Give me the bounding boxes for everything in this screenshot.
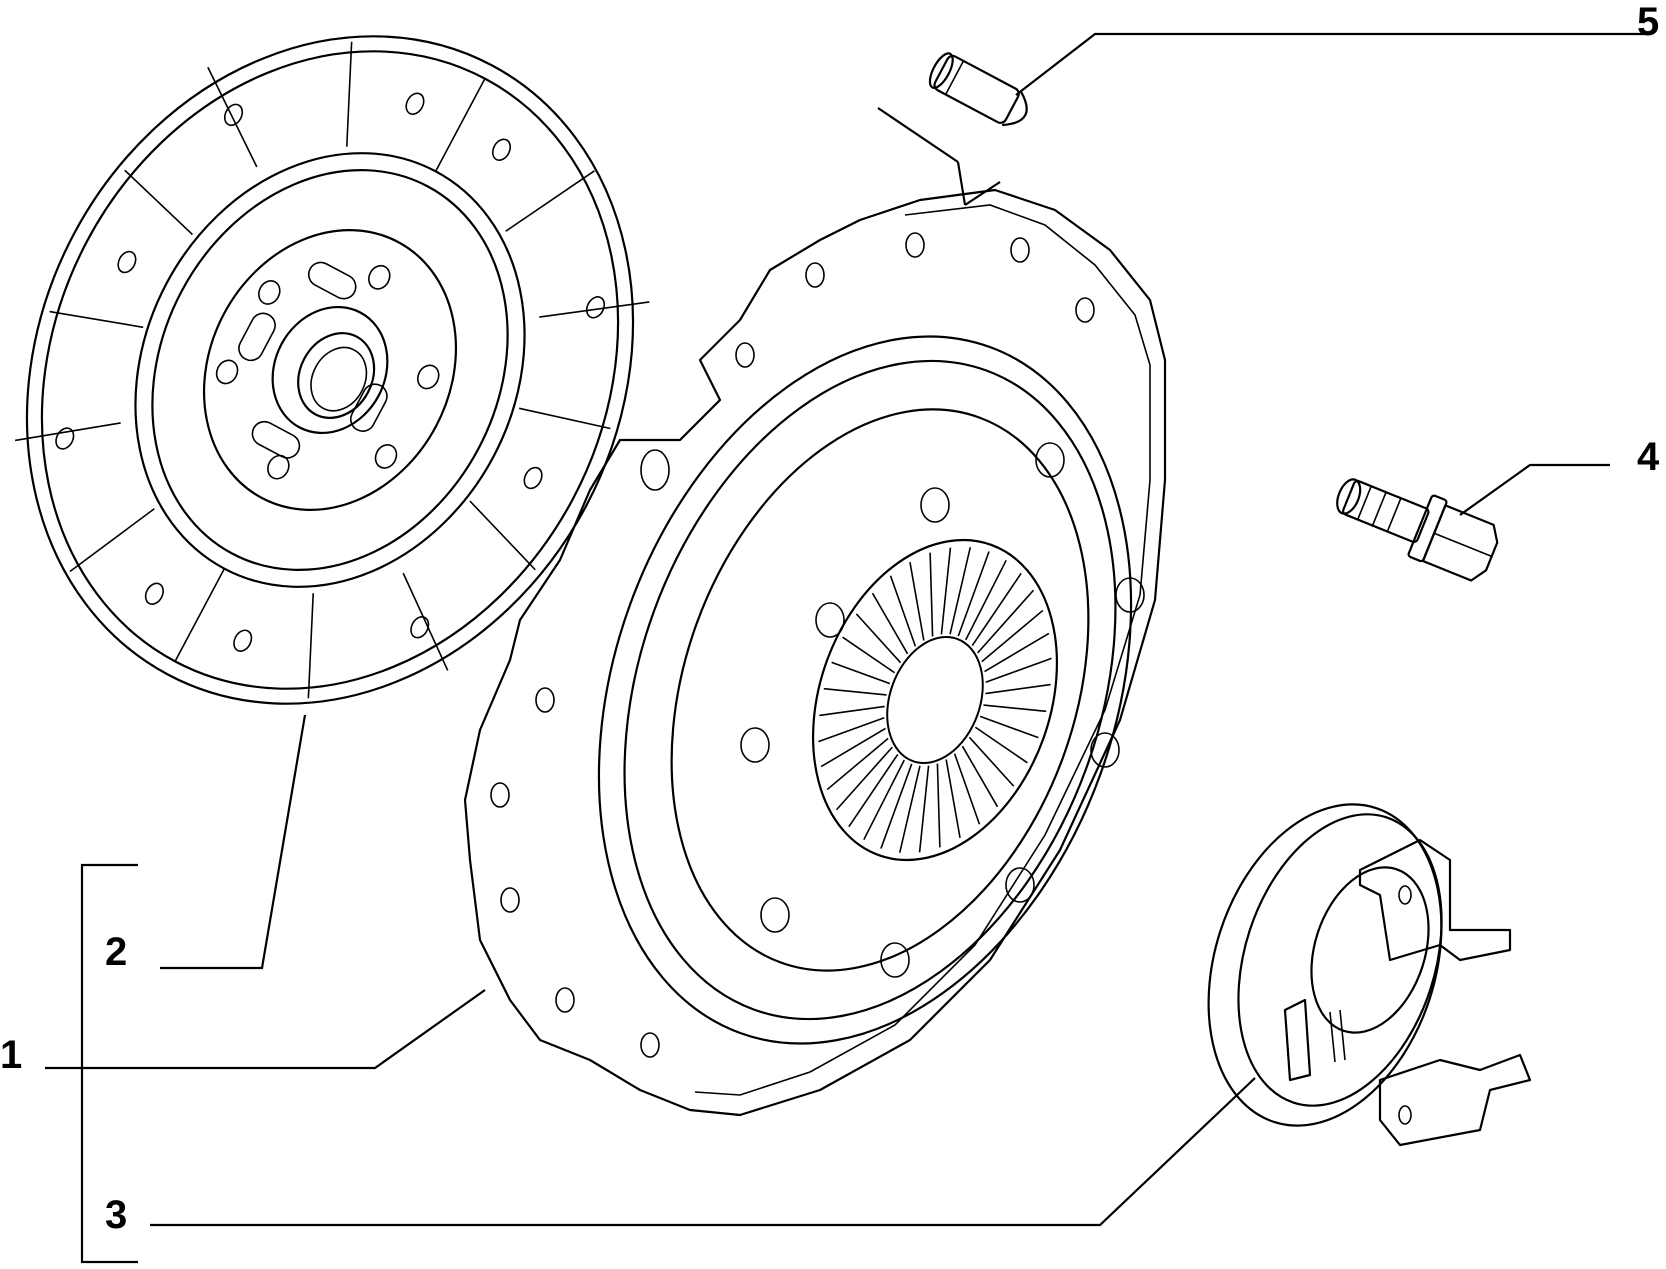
diaphragm-finger	[971, 572, 1022, 647]
diaphragm-finger	[985, 683, 1051, 695]
diaphragm-finger	[918, 765, 930, 853]
leader-lines	[45, 32, 1645, 1264]
callout-labels: 5 4 2 1 3	[0, 0, 1660, 1237]
diaphragm-finger	[823, 687, 887, 696]
diaphragm-finger	[983, 704, 1047, 713]
diaphragm-finger	[818, 716, 885, 743]
diaphragm-finger	[871, 592, 909, 655]
diaphragm-finger	[979, 715, 1039, 739]
diaphragm-finger	[819, 705, 885, 717]
diaphragm-finger	[831, 661, 891, 685]
callout-4: 4	[1637, 435, 1660, 479]
leader-4	[1459, 463, 1610, 516]
dimension-arrow-top	[877, 107, 959, 163]
diaphragm-finger	[961, 745, 999, 808]
diaphragm-finger	[855, 613, 902, 664]
diaphragm-finger	[826, 737, 889, 791]
diaphragm-finger	[984, 632, 1050, 673]
diaphragm-finger	[929, 552, 934, 637]
diaphragm-finger	[842, 636, 896, 674]
diaphragm-finger	[936, 763, 941, 848]
leader-3	[150, 1077, 1256, 1227]
diaphragm-finger	[898, 765, 921, 853]
dimension-arrow-top-2	[956, 161, 967, 206]
callout-1: 1	[0, 1033, 22, 1077]
diaphragm-finger	[848, 753, 899, 828]
diaphragm-finger	[968, 736, 1015, 787]
diaphragm-finger	[977, 589, 1035, 654]
diaphragm-finger	[974, 726, 1028, 764]
clutch-disc	[14, 35, 650, 705]
release-bearing	[1207, 803, 1532, 1147]
diaphragm-finger	[909, 561, 925, 641]
diaphragm-finger	[949, 547, 972, 635]
diaphragm-finger	[889, 575, 917, 647]
clutch-cover-assembly	[463, 188, 1167, 1117]
diaphragm-finger	[981, 609, 1044, 663]
diaphragm-finger	[880, 763, 913, 849]
callout-2: 2	[105, 930, 127, 974]
diaphragm-finger	[985, 657, 1052, 684]
diaphragm-finger	[863, 759, 905, 841]
diaphragm-finger	[953, 753, 981, 825]
dowel-pin	[928, 52, 1028, 127]
diaphragm-finger	[965, 559, 1007, 641]
callout-3: 3	[105, 1193, 127, 1237]
diaphragm-finger	[835, 746, 893, 811]
dimension-arrow-top-3	[964, 181, 1001, 206]
leader-1	[45, 989, 486, 1070]
bolt	[1336, 478, 1499, 582]
leader-5	[1015, 32, 1645, 96]
diaphragm-finger	[820, 727, 886, 768]
diaphragm-finger	[945, 759, 961, 839]
diaphragm-finger	[940, 547, 952, 635]
diaphragm-finger	[957, 551, 990, 637]
callout-5: 5	[1637, 0, 1659, 44]
bracket-1	[80, 863, 138, 1264]
leader-2	[160, 714, 307, 970]
